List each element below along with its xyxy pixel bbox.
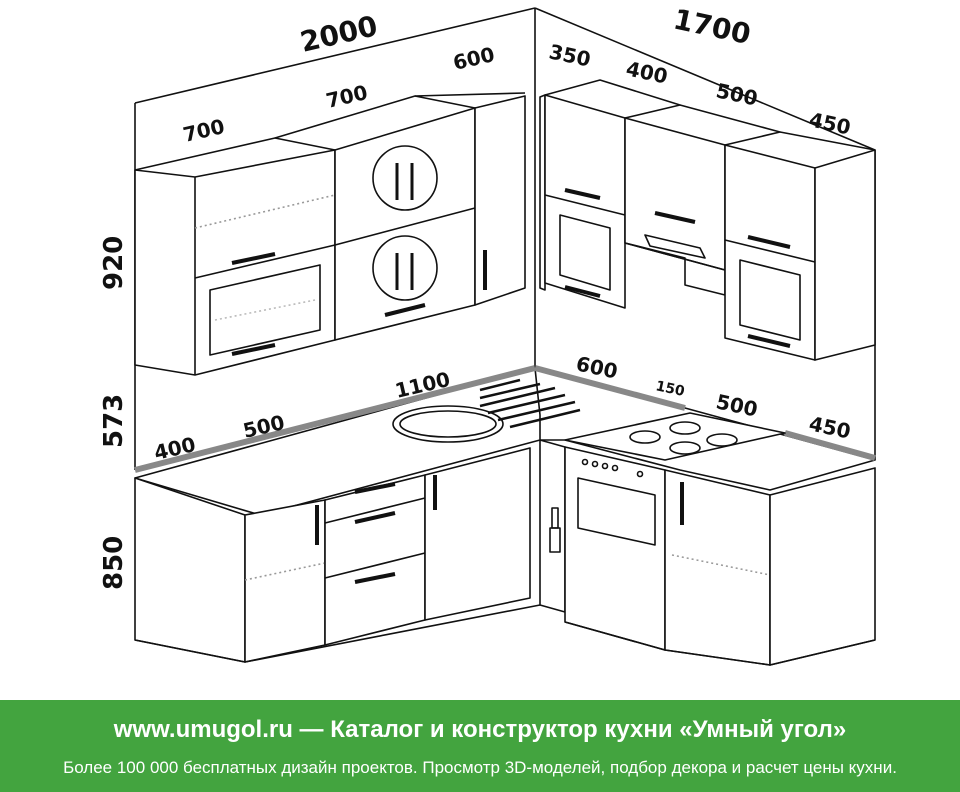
lower-cabinet-500 <box>244 499 326 663</box>
upper-cabinet-500-glass <box>739 259 801 341</box>
bottle-icon <box>549 507 561 553</box>
cutlery-icon <box>372 145 438 211</box>
handle <box>564 188 601 200</box>
handle <box>354 511 396 524</box>
lower-cabinet-drawers <box>324 474 426 646</box>
upper-cabinet-1-glass <box>209 264 321 356</box>
hood <box>624 242 726 296</box>
upper-cabinet-corner-right <box>539 94 546 291</box>
dim-height-lower: 850 <box>99 536 129 590</box>
banner-subtitle: Более 100 000 бесплатных дизайн проектов… <box>63 758 897 777</box>
countertop-edge <box>134 365 536 473</box>
kitchen-diagram: 2000 1700 700 700 600 350 400 500 450 92… <box>99 3 876 666</box>
upper-cabinet-450 <box>814 149 876 361</box>
sink-bowl <box>399 410 497 438</box>
handle <box>354 572 396 584</box>
lower-cabinet-450-right <box>769 467 876 666</box>
dim-top-right-total: 1700 <box>671 3 754 51</box>
oven-knobs <box>581 458 644 478</box>
upper-cabinet-500 <box>724 144 816 361</box>
handle <box>747 334 791 348</box>
upper-cabinet-corner-left <box>474 95 526 306</box>
room-outline-top-right <box>534 7 876 151</box>
handle <box>384 303 426 317</box>
dim-counter-left-1: 400 <box>152 432 198 465</box>
countertop-edge-right <box>534 365 686 411</box>
dim-counter-right-2: 150 <box>654 378 686 400</box>
dim-upper-right-1: 350 <box>547 39 593 71</box>
upper-cabinet-350-glass <box>559 214 611 291</box>
dim-height-gap: 573 <box>99 394 129 448</box>
upper-cabinet-350 <box>544 94 626 309</box>
sink <box>392 405 504 443</box>
handle <box>231 343 276 356</box>
drainboard <box>479 378 581 429</box>
dim-upper-left-1: 700 <box>181 114 227 147</box>
handle <box>747 235 791 249</box>
hob <box>564 412 786 461</box>
oven <box>564 446 666 651</box>
promo-banner[interactable]: www.umugol.ru — Каталог и конструктор ку… <box>0 700 960 792</box>
countertop-edge-right-2 <box>784 430 876 461</box>
plinth <box>134 604 876 666</box>
dim-counter-right-3: 500 <box>714 389 760 421</box>
dim-height-upper: 920 <box>99 236 129 290</box>
upper-cabinet-2 <box>334 107 476 341</box>
handle <box>564 285 601 298</box>
dim-upper-right-3: 500 <box>714 78 760 110</box>
dim-upper-left-2: 700 <box>324 80 370 113</box>
room-outline-top-left <box>134 7 536 104</box>
banner-title[interactable]: www.umugol.ru — Каталог и конструктор ку… <box>113 716 847 743</box>
oven-door <box>577 477 656 546</box>
lower-cabinet-sink <box>424 447 531 621</box>
handle <box>231 252 276 265</box>
dim-top-left-total: 2000 <box>297 9 380 59</box>
cutlery-icon <box>372 235 438 301</box>
dim-upper-left-3: 600 <box>451 42 497 75</box>
dim-upper-right-4: 450 <box>807 107 853 139</box>
handle <box>654 211 696 224</box>
handle <box>354 482 396 494</box>
hood-grill <box>644 234 706 259</box>
